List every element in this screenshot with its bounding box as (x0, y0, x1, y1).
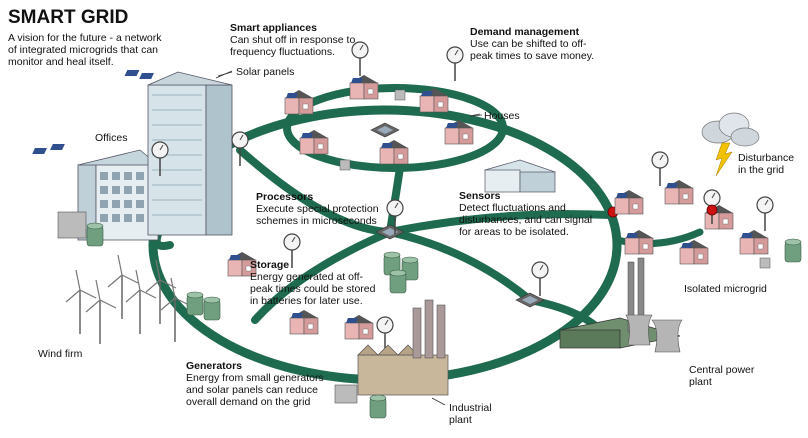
callout-smart-appliances-body: Can shut off in response to frequency fl… (230, 34, 356, 58)
label-wind-farm: Wind firm (38, 348, 83, 360)
callout-generators-body: Energy from small generators and solar p… (186, 372, 324, 408)
isolated-microgrid (614, 151, 802, 269)
sensor-building (483, 159, 557, 193)
page-title: SMART GRID (8, 7, 129, 28)
label-solar-panels: Solar panels (236, 66, 295, 78)
callout-sensors-heading: Sensors (459, 190, 501, 202)
disturbance-cloud (701, 112, 760, 177)
label-isolated-microgrid: Isolated microgrid (684, 283, 767, 295)
callout-smart-appliances-heading: Smart appliances (230, 22, 317, 34)
industrial-plant (334, 299, 449, 419)
label-industrial-plant: Industrial plant (449, 402, 492, 426)
subtitle: A vision for the future - a network of i… (8, 32, 162, 68)
lightning-icon (715, 142, 733, 177)
generators-houses (289, 309, 394, 352)
grid-spoke-4 (251, 228, 394, 324)
callout-demand-management-body: Use can be shifted to off- peak times to… (470, 38, 595, 62)
label-disturbance: Disturbance in the grid (738, 152, 795, 176)
grid-spoke-1 (236, 146, 394, 236)
callout-generators-heading: Generators (186, 360, 243, 372)
label-central-power-plant: Central power plant (689, 364, 755, 388)
offices-buildings (32, 70, 233, 247)
callout-demand-management-heading: Demand management (470, 26, 580, 38)
callout-storage-body: Energy generated at off- peak times coul… (250, 271, 376, 307)
grid-spoke-5 (386, 210, 614, 236)
callout-storage-heading: Storage (250, 259, 290, 271)
callout-processors-body: Execute special protection schemes in mi… (256, 203, 379, 227)
houses-cluster (231, 41, 481, 171)
callout-sensors-body: Detect fluctuations and disturbances, an… (459, 202, 593, 238)
label-houses: Houses (484, 110, 520, 122)
grid-spoke-2 (386, 228, 534, 304)
label-offices: Offices (95, 132, 128, 144)
callout-processors-heading: Processors (256, 191, 314, 203)
central-power-plant (559, 257, 683, 353)
grid-inner-ring (283, 84, 507, 172)
wind-farm (65, 254, 221, 345)
